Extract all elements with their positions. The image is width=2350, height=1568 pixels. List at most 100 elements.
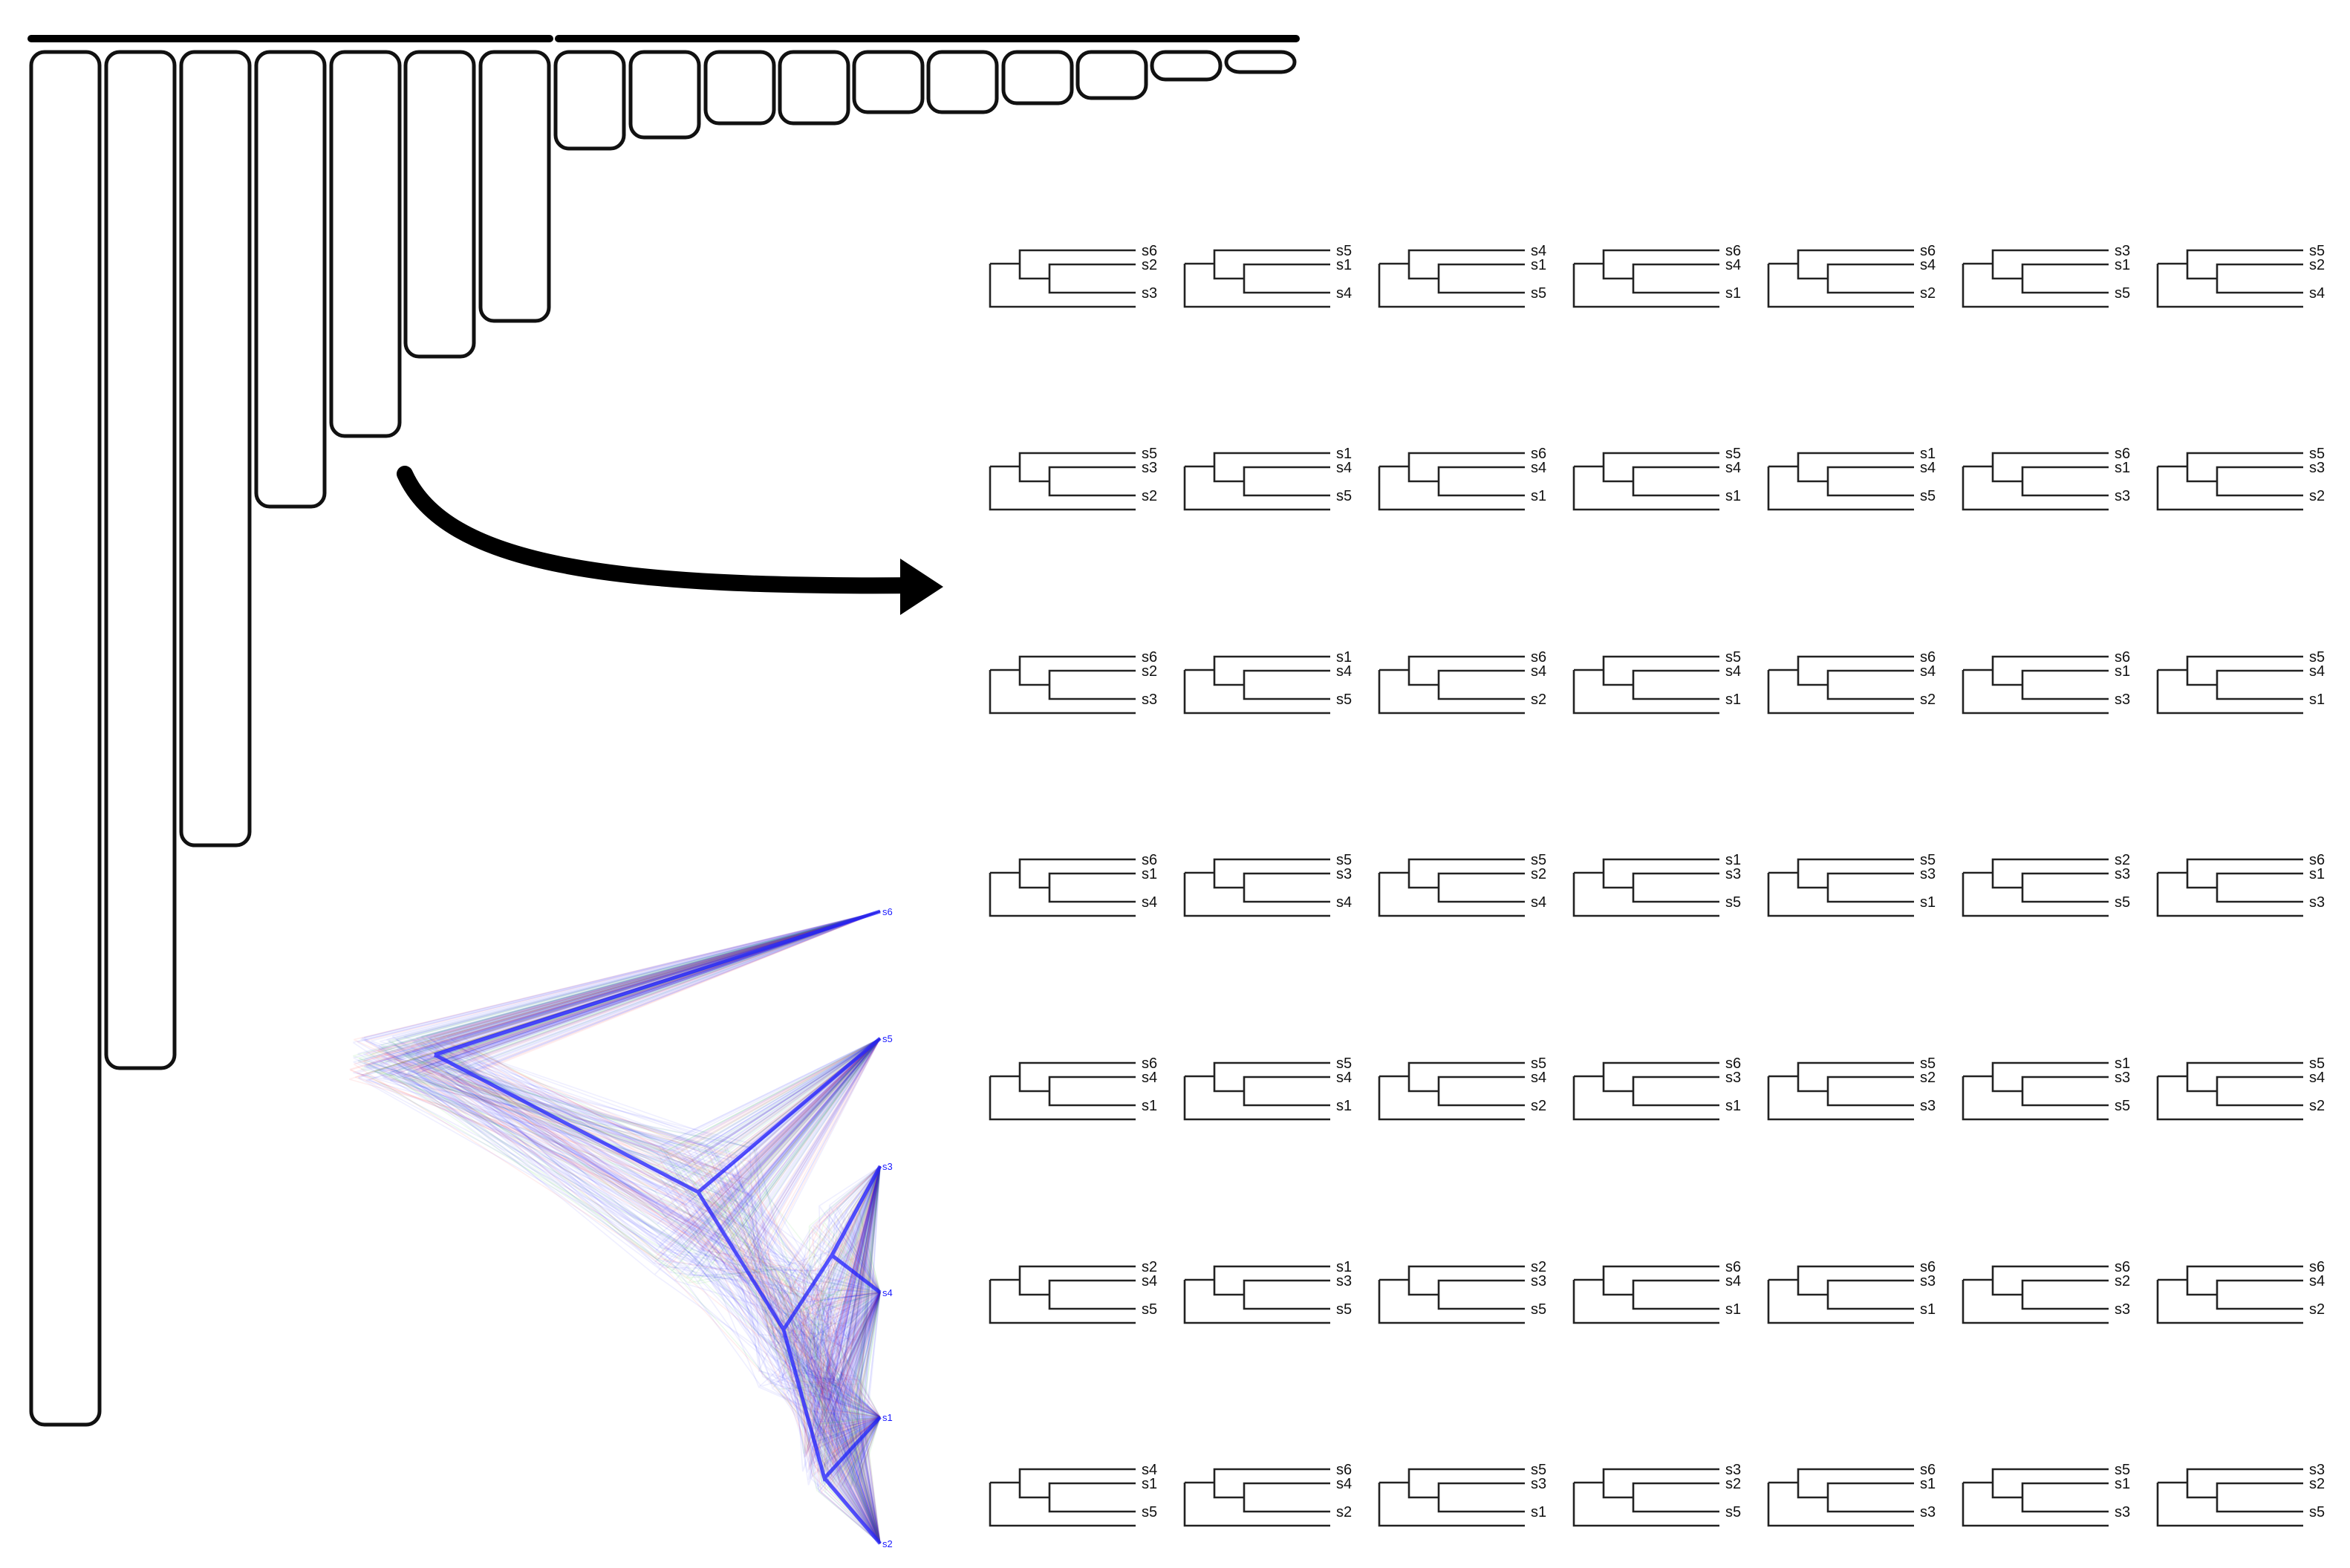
chromosome-4 [254, 50, 327, 509]
tree-tip-label: s1 [1920, 1301, 1936, 1318]
tree-tip-label: s5 [1920, 488, 1936, 504]
tree-tip-label: s3 [1531, 1273, 1546, 1289]
tree-tip-label: s5 [1142, 1301, 1157, 1318]
tree-tip-label: s1 [1142, 1476, 1157, 1492]
tree-tip-label: s5 [2309, 1504, 2325, 1520]
tree-tip-label: s3 [1142, 285, 1157, 302]
chromosome-outline [553, 50, 626, 151]
tree-tip-label: s1 [1336, 649, 1352, 666]
tree-tip-label: s5 [1336, 1055, 1352, 1072]
tree-tip-label: s4 [1336, 1070, 1352, 1086]
tree-tip-label: s2 [2309, 257, 2325, 273]
tree-branches [1767, 1265, 1914, 1324]
tree-tip-label: s3 [1725, 1462, 1741, 1478]
tree-tip-label: s1 [1920, 1476, 1936, 1492]
chromosome-17 [1224, 50, 1297, 74]
tree-tip-label: s5 [1531, 285, 1546, 302]
tree-branches [1572, 1468, 1719, 1527]
tree-tip-label: s3 [2115, 1301, 2130, 1318]
tree-tip-label: s2 [1142, 257, 1157, 273]
tree-tip-label: s3 [2115, 1504, 2130, 1520]
tree-tip-label: s1 [1725, 1098, 1741, 1114]
tree-tip-label: s1 [1920, 446, 1936, 462]
tree-tip-label: s2 [2115, 1273, 2130, 1289]
tree-tip-label: s6 [1920, 243, 1936, 259]
tree-branches [1183, 858, 1330, 917]
chromosome-ideogram [29, 50, 1297, 1427]
tree-tip-label: s1 [2115, 257, 2130, 273]
tree-branches [989, 249, 1136, 308]
tree-tip-label: s1 [1336, 446, 1352, 462]
tree-tip-label: s5 [1336, 692, 1352, 708]
tree-tip-label: s6 [1531, 446, 1546, 462]
tree-branches [1767, 655, 1914, 715]
tree-tip-label: s5 [1725, 649, 1741, 666]
tree-branches [1378, 1468, 1525, 1527]
chromosome-outline [1224, 50, 1297, 74]
tree-tip-label: s4 [2309, 1273, 2325, 1289]
tree-branches [1378, 1061, 1525, 1121]
tree-tip-label: s2 [1142, 1259, 1157, 1275]
tree-tip-label: s1 [1725, 1301, 1741, 1318]
chromosome-outline [1075, 50, 1148, 100]
tree-branches [2156, 1061, 2303, 1121]
tree-tip-label: s1 [1531, 1504, 1546, 1520]
tree-tip-label: s2 [1920, 692, 1936, 708]
tree-tip-label: s5 [1336, 243, 1352, 259]
tree-branches [1572, 452, 1719, 511]
tree-tip-label: s1 [1142, 866, 1157, 882]
tree-tip-label: s5 [2309, 1055, 2325, 1072]
tree-branches [1962, 655, 2109, 715]
tree-tip-label: s6 [1142, 243, 1157, 259]
tree-branches [1378, 1265, 1525, 1324]
tree-tip-label: s3 [1142, 692, 1157, 708]
tree-tip-label: s6 [2115, 1259, 2130, 1275]
tree-tip-label: s4 [1725, 257, 1741, 273]
tree-branches [1962, 249, 2109, 308]
tree-tip-label: s2 [2309, 1301, 2325, 1318]
tree-branches [1962, 1468, 2109, 1527]
tree-branches [1572, 858, 1719, 917]
arrow-head-icon [900, 559, 943, 615]
tree-tip-label: s5 [2115, 1098, 2130, 1114]
tree-tip-label: s4 [1336, 1476, 1352, 1492]
tree-tip-label: s2 [1531, 866, 1546, 882]
tree-tip-label: s1 [2115, 460, 2130, 476]
chromosome-2 [104, 50, 177, 1070]
tree-branches [989, 655, 1136, 715]
tree-tip-label: s6 [2115, 649, 2130, 666]
chromosome-outline [852, 50, 925, 114]
tree-branches [1962, 1265, 2109, 1324]
tree-tip-label: s3 [2115, 866, 2130, 882]
tree-tip-label: s5 [2115, 285, 2130, 302]
tree-tip-label: s5 [2309, 446, 2325, 462]
chromosome-outline [778, 50, 850, 126]
tree-tip-label: s2 [1531, 692, 1546, 708]
tree-tip-label: s4 [1531, 460, 1546, 476]
tree-tip-label: s1 [1725, 488, 1741, 504]
tree-tip-label: s2 [1142, 488, 1157, 504]
tree-tip-label: s3 [1336, 866, 1352, 882]
tree-tip-label: s5 [2115, 894, 2130, 911]
tree-tip-label: s5 [1142, 1504, 1157, 1520]
tree-branches [1378, 858, 1525, 917]
